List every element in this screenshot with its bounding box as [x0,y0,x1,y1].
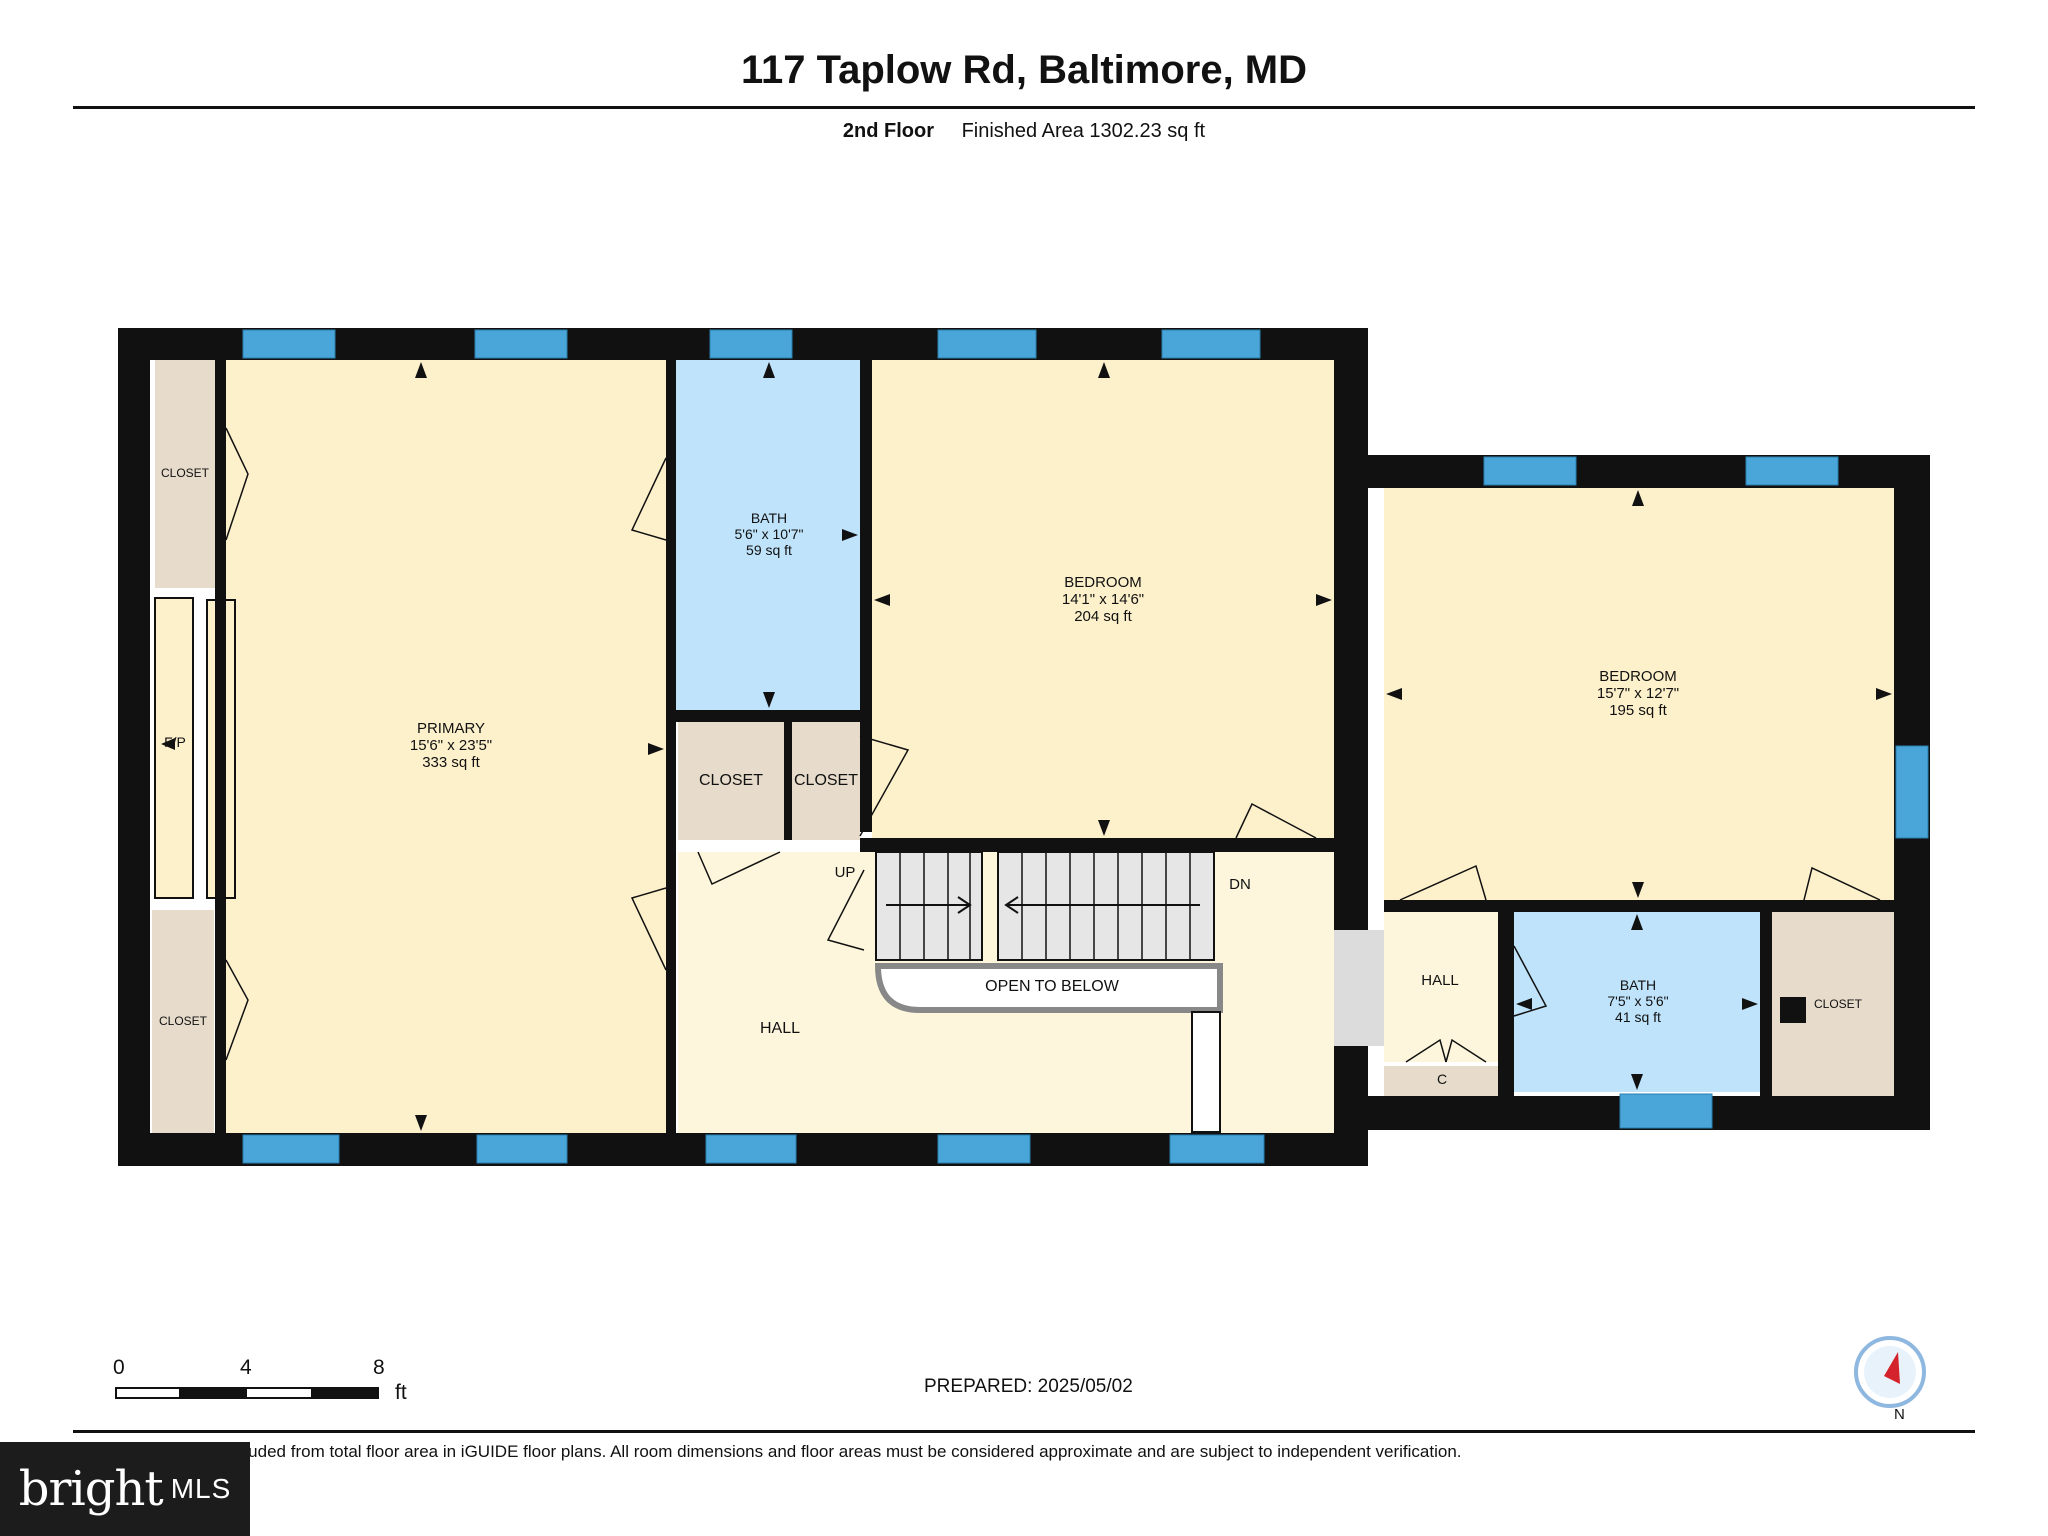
open-to-below-rail [874,963,1223,1013]
closet-right-label: CLOSET [1813,997,1862,1011]
hall-right [1384,912,1498,1062]
logo-brand: bright [18,1461,164,1517]
bedroom-center-area: 204 sq ft [1074,608,1132,625]
bath-right-area: 41 sq ft [1615,1009,1661,1025]
prepared-date: PREPARED: 2025/05/02 [924,1376,1133,1397]
compass-north-label: N [1894,1406,1905,1423]
bedroom-center [872,360,1334,838]
bath-right-label: BATH 7'5" x 5'6" 41 sq ft [1578,977,1698,1025]
bath-right [1514,912,1760,1092]
closet-upper-left [155,360,215,588]
scale-unit: ft [395,1381,407,1404]
closet-upper-left-label: CLOSET [160,466,209,480]
door-swings [225,427,1881,1063]
closet-lower-left [152,910,214,1133]
bath-top-label: BATH 5'6" x 10'7" 59 sq ft [700,510,838,558]
closet-mid-1-label: CLOSET [698,772,763,789]
closet-mid-2-label: CLOSET [793,772,858,789]
small-closet-label: C [1436,1071,1448,1087]
title-rule [73,106,1975,109]
finished-area-label: Finished Area 1302.23 sq ft [961,120,1206,142]
bath-top-area: 59 sq ft [746,542,792,558]
bath-top-dims: 5'6" x 10'7" [734,526,804,542]
primary-area: 333 sq ft [422,754,480,771]
floor-label: 2nd Floor [842,120,935,142]
bedroom-center-label: BEDROOM 14'1" x 14'6" 204 sq ft [1003,574,1203,625]
open-to-below-label: OPEN TO BELOW [985,978,1119,995]
bath-right-name: BATH [1619,977,1657,993]
stair-up-label: UP [834,864,856,881]
fireplace-label: F/P [164,734,186,750]
closet-lower-left-label: CLOSET [158,1014,207,1028]
primary-name: PRIMARY [416,720,486,737]
bath-top-name: BATH [750,510,788,526]
compass-icon [1854,1336,1926,1408]
bath-right-dims: 7'5" x 5'6" [1607,993,1669,1009]
bright-mls-logo: bright MLS [0,1442,250,1536]
bedroom-right-dims: 15'7" x 12'7" [1596,685,1680,702]
scale-tick-8: 8 [373,1356,385,1379]
primary-dims: 15'6" x 23'5" [409,737,493,754]
scale-bar [115,1387,379,1399]
scale-tick-0: 0 [113,1356,125,1379]
stair-arrows [886,896,1200,914]
windows [242,329,1929,1164]
plan-subtitle: 2nd Floor Finished Area 1302.23 sq ft [0,120,2048,143]
footer-rule [73,1430,1975,1433]
closet-mid-1 [678,722,784,840]
bedroom-right-name: BEDROOM [1599,668,1677,685]
bedroom-center-dims: 14'1" x 14'6" [1061,591,1145,608]
disclaimer-text: White regions are excluded from total fl… [80,1442,1462,1461]
rail-post [1191,1011,1221,1133]
bedroom-center-name: BEDROOM [1064,574,1142,591]
bedroom-right-area: 195 sq ft [1609,702,1667,719]
small-closet [1384,1066,1498,1096]
hall-right-label: HALL [1421,972,1459,989]
primary-label: PRIMARY 15'6" x 23'5" 333 sq ft [336,720,566,771]
bedroom-right [1384,488,1894,900]
hall-main-label: HALL [759,1020,801,1037]
plan-title: 117 Taplow Rd, Baltimore, MD [740,48,1308,92]
primary-room [226,360,666,1133]
logo-mls: MLS [170,1473,232,1504]
closet-mid-2 [792,722,860,840]
bath-top [676,360,860,710]
hall-connector [1334,930,1384,1046]
stair-down-label: DN [1229,876,1251,893]
scale-tick-4: 4 [240,1356,252,1379]
dimension-arrows [161,362,1892,1131]
bedroom-right-label: BEDROOM 15'7" x 12'7" 195 sq ft [1538,668,1738,719]
